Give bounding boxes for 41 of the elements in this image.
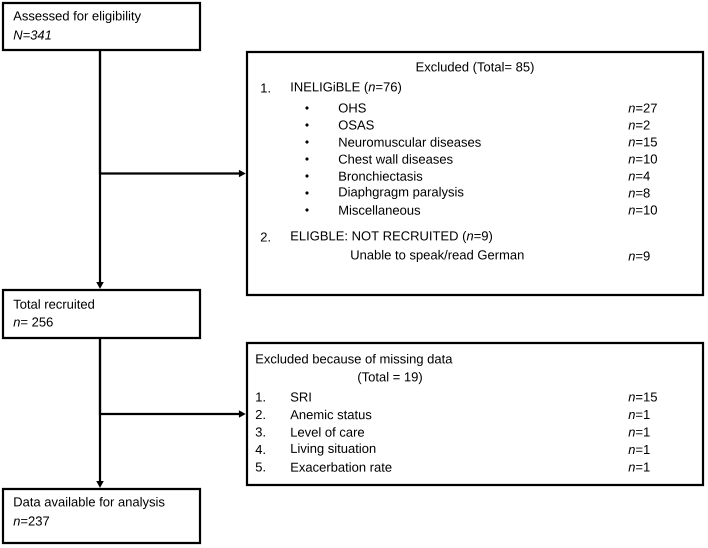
list-number: 2. bbox=[260, 232, 270, 242]
process-box: Assessed for eligibility N=341 bbox=[2, 2, 202, 52]
count-label: n=1 bbox=[628, 462, 650, 472]
list-item: Chest wall diseases bbox=[338, 154, 453, 164]
list-item: SRI bbox=[290, 392, 311, 402]
count-label: n=1 bbox=[628, 410, 650, 419]
list-item: Anemic status bbox=[290, 410, 372, 420]
list-number: 1. bbox=[261, 84, 270, 92]
list-number: 3. bbox=[256, 427, 265, 437]
heading: (Total = 19) bbox=[358, 372, 422, 384]
list-number: 4. bbox=[256, 445, 265, 454]
count-label: n=9 bbox=[628, 251, 650, 261]
list-number: 5. bbox=[256, 462, 265, 472]
count-label: n=1 bbox=[628, 428, 650, 436]
process-box: Total recruited n= 256 bbox=[2, 288, 202, 340]
count-label: n=2 bbox=[628, 120, 650, 130]
count-label: n=27 bbox=[628, 103, 657, 113]
list-heading: INELIGiBLE (n=76) bbox=[291, 82, 402, 94]
count-label: n=4 bbox=[628, 172, 650, 180]
list-item: OHS bbox=[338, 103, 366, 113]
count-label: n=10 bbox=[628, 205, 657, 215]
count-label: n=10 bbox=[628, 154, 657, 164]
list-item: Miscellaneous bbox=[339, 205, 420, 215]
process-box: Data available for analysis n=237 bbox=[2, 488, 202, 544]
list-item: Bronchiectasis bbox=[339, 171, 422, 181]
count-label: n=15 bbox=[628, 392, 657, 402]
list-item: Level of care bbox=[291, 427, 364, 437]
list-item: Neuromuscular diseases bbox=[339, 137, 481, 147]
list-item: OSAS bbox=[338, 120, 374, 130]
count-label: n=15 bbox=[628, 137, 657, 147]
list-item: Living situation bbox=[291, 443, 376, 456]
list-item: Diaphgragm paralysis bbox=[339, 186, 464, 200]
heading: Excluded (Total= 85) bbox=[416, 62, 534, 74]
count-label: n=1 bbox=[628, 445, 650, 454]
list-item: Exacerbation rate bbox=[291, 462, 392, 472]
count-label: n=8 bbox=[628, 188, 650, 198]
list-number: 2. bbox=[256, 410, 265, 420]
list-number: 1. bbox=[256, 392, 265, 402]
heading: Excluded because of missing data bbox=[256, 354, 452, 366]
list-item: Unable to speak/read German bbox=[351, 250, 524, 262]
list-heading: ELIGBLE: NOT RECRUITED (n=9) bbox=[291, 230, 492, 244]
